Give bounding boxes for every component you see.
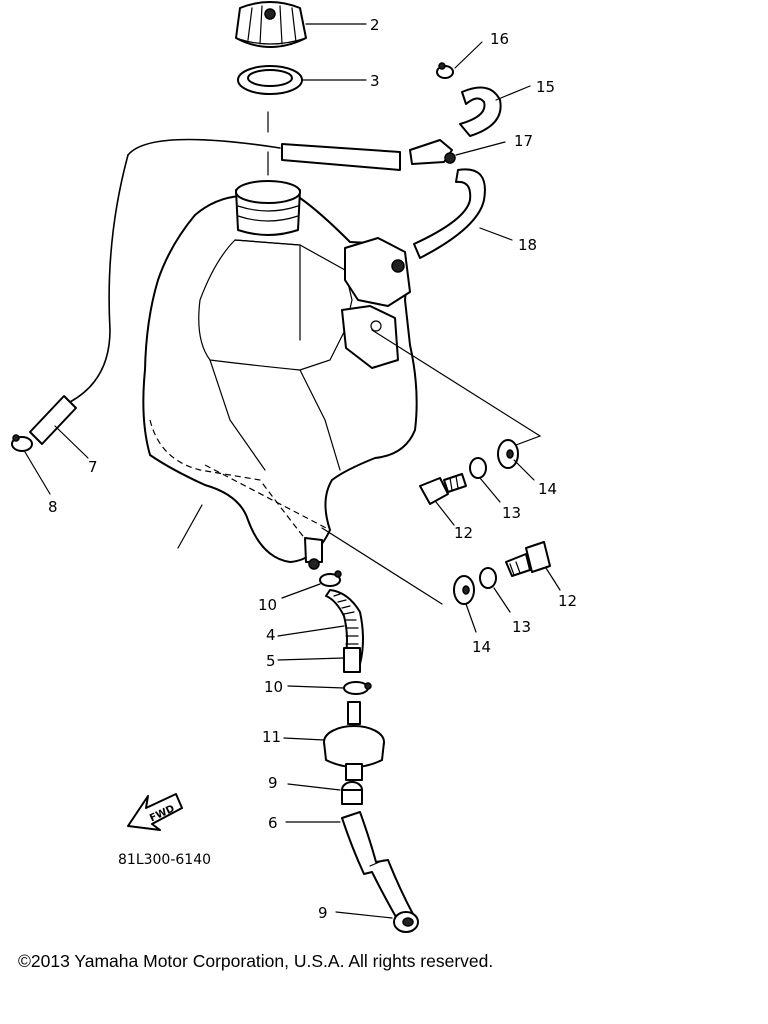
callout-9-lower: 9: [318, 904, 328, 922]
breather-hose-part-18[interactable]: [413, 168, 486, 259]
fuel-filter-part-11[interactable]: [323, 701, 385, 781]
callout-12-lower: 12: [558, 592, 577, 610]
callout-3: 3: [370, 72, 380, 90]
fuel-cap-part[interactable]: [235, 1, 307, 48]
rubber-washer-lower-part-14[interactable]: [453, 575, 475, 605]
callout-6: 6: [268, 814, 278, 832]
lock-washer-lower-part-13[interactable]: [479, 567, 497, 589]
fwd-arrow-icon: FWD: [127, 793, 183, 831]
callout-12-upper: 12: [454, 524, 473, 542]
callout-15: 15: [536, 78, 555, 96]
callout-14-lower: 14: [472, 638, 491, 656]
callout-14-upper: 14: [538, 480, 557, 498]
hose-clip-part[interactable]: [436, 62, 454, 79]
callout-13-upper: 13: [502, 504, 521, 522]
callout-2: 2: [370, 16, 380, 34]
callout-18: 18: [518, 236, 537, 254]
callout-16: 16: [490, 30, 509, 48]
drawing-code: 81L300-6140: [118, 852, 211, 868]
tank-vent-hose-part-7[interactable]: [29, 395, 77, 445]
bolt-upper-part-12[interactable]: [419, 473, 467, 505]
breather-hose-upper[interactable]: [281, 143, 401, 171]
hose-clip-part-10-lower[interactable]: [343, 681, 372, 695]
t-joint-part[interactable]: [409, 139, 456, 165]
fuel-tank-part[interactable]: [142, 180, 418, 570]
callout-10-upper: 10: [258, 596, 277, 614]
rubber-washer-upper-part-14[interactable]: [497, 439, 519, 469]
callout-9-upper: 9: [268, 774, 278, 792]
callout-13-lower: 13: [512, 618, 531, 636]
callout-4: 4: [266, 626, 276, 644]
hose-clip-part-10-upper[interactable]: [319, 570, 342, 587]
hose-clamp-part-9-lower[interactable]: [393, 911, 419, 933]
callout-8: 8: [48, 498, 58, 516]
fuel-hose-part-5[interactable]: [343, 647, 361, 673]
callout-17: 17: [514, 132, 533, 150]
fuel-hose-part-6[interactable]: [341, 811, 415, 925]
cap-gasket-part[interactable]: [237, 65, 303, 95]
callout-10-lower: 10: [264, 678, 283, 696]
lock-washer-upper-part-13[interactable]: [469, 457, 487, 479]
hose-clip-part-8[interactable]: [11, 434, 33, 452]
callout-7: 7: [88, 458, 98, 476]
callout-5: 5: [266, 652, 276, 670]
hose-clamp-part-9-upper[interactable]: [341, 781, 363, 805]
breather-hose-part-15[interactable]: [459, 86, 502, 137]
callout-labels: 2 3 16 15 17 18 7 8 14 13 12 12 13 14 10…: [48, 16, 577, 922]
copyright-notice: ©2013 Yamaha Motor Corporation, U.S.A. A…: [18, 951, 494, 971]
callout-11: 11: [262, 728, 281, 746]
bolt-lower-part-12[interactable]: [505, 541, 551, 577]
